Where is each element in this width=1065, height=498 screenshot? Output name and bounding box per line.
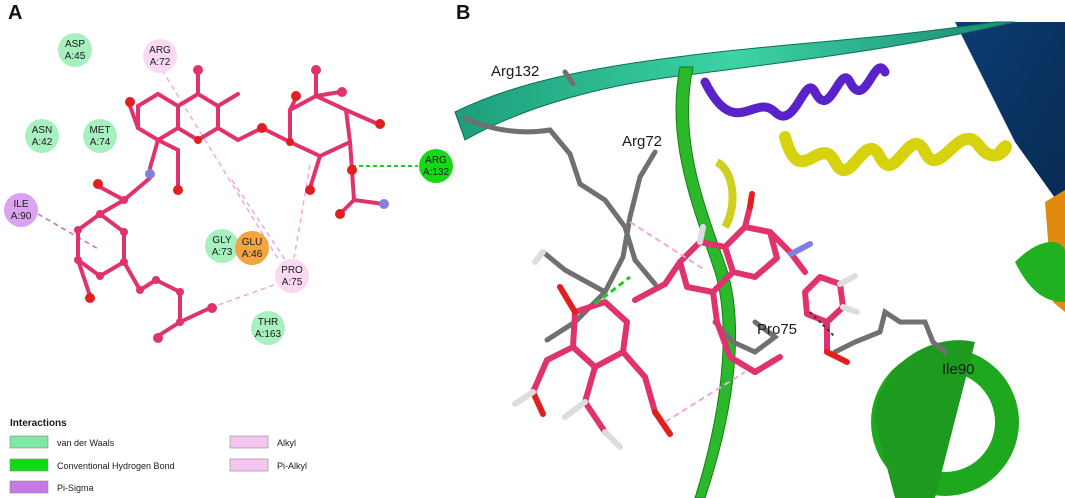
alkyl-line-pro75-a [231,179,289,265]
svg-text:A:90: A:90 [11,211,32,222]
svg-text:A:42: A:42 [32,137,53,148]
alkyl-line-pro75-c [209,281,283,309]
label-ile90: Ile90 [942,361,975,378]
interactions-legend: Interactions van der Waals Conventional … [9,418,307,494]
svg-text:A:46: A:46 [242,249,263,260]
residue-met74: MET A:74 [83,119,117,153]
residue-ile90: ILE A:90 [4,193,38,227]
svg-text:ARG: ARG [149,45,171,56]
pisigma-line-ile90 [37,213,101,251]
svg-text:A:163: A:163 [255,329,282,340]
residue-asp45: ASP A:45 [58,33,92,67]
svg-text:A:72: A:72 [150,57,171,68]
green-strand [675,66,737,498]
pro75-sticks [712,319,780,355]
legend-title: Interactions [10,418,67,429]
ile90-sticks [832,307,948,355]
svg-text:A:74: A:74 [90,137,111,148]
panel-a-letter: A [8,2,23,24]
residue-arg132: ARG A:132 [419,149,453,183]
arg72-sticks [540,149,658,343]
ligand-structure [76,70,386,338]
residue-gly73: GLY A:73 [205,229,239,263]
svg-text:Pi-Sigma: Pi-Sigma [57,483,94,493]
svg-text:van der Waals: van der Waals [57,438,115,448]
svg-text:GLU: GLU [242,237,263,248]
residue-pro75: PRO A:75 [275,259,309,293]
label-pro75: Pro75 [757,321,797,338]
svg-text:A:75: A:75 [282,277,303,288]
ligand-atoms [74,65,389,343]
yellow-helix [779,131,1013,176]
svg-text:ARG: ARG [425,155,447,166]
alkyl-line-pro75-b [293,164,311,259]
svg-text:PRO: PRO [281,265,303,276]
yellow-small-helix [714,158,737,230]
svg-text:Conventional Hydrogen Bond: Conventional Hydrogen Bond [57,461,175,471]
svg-text:ILE: ILE [13,199,28,210]
svg-text:A:45: A:45 [65,51,86,62]
legend-item-alkyl: Alkyl [229,435,296,449]
svg-text:Alkyl: Alkyl [277,438,296,448]
residue-arg72: ARG A:72 [143,39,177,73]
svg-text:Pi-Alkyl: Pi-Alkyl [277,461,307,471]
teal-strand [454,21,1016,141]
svg-text:ASN: ASN [32,125,53,136]
legend-item-hbond: Conventional Hydrogen Bond [9,458,175,472]
label-arg72: Arg72 [622,133,662,150]
navy-sheet [955,22,1065,212]
panel-b-letter: B [456,2,471,24]
svg-text:MET: MET [89,125,110,136]
interaction-diagram-2d: ASP A:45 ARG A:72 ASN A:42 MET A:74 ARG … [4,33,453,494]
legend-item-vdw: van der Waals [9,435,115,449]
green-helix [871,242,1065,498]
svg-text:GLY: GLY [212,235,232,246]
ligand-heteroatoms-3d [512,191,860,450]
legend-item-pialkyl: Pi-Alkyl [229,458,307,472]
svg-text:A:132: A:132 [423,167,450,178]
svg-text:THR: THR [258,317,279,328]
binding-pose-3d: Arg132 Arg72 Pro75 Ile90 [454,21,1065,498]
svg-text:ASP: ASP [65,39,85,50]
residue-glu46: GLU A:46 [235,231,269,265]
arg132-sticks [462,69,658,287]
legend-item-pisigma: Pi-Sigma [9,480,94,494]
purple-helix [700,63,890,121]
svg-text:A:73: A:73 [212,247,233,258]
residue-asn42: ASN A:42 [25,119,59,153]
residue-thr163: THR A:163 [251,311,285,345]
interaction-dashes-3d [594,221,836,423]
label-arg132: Arg132 [491,63,539,80]
